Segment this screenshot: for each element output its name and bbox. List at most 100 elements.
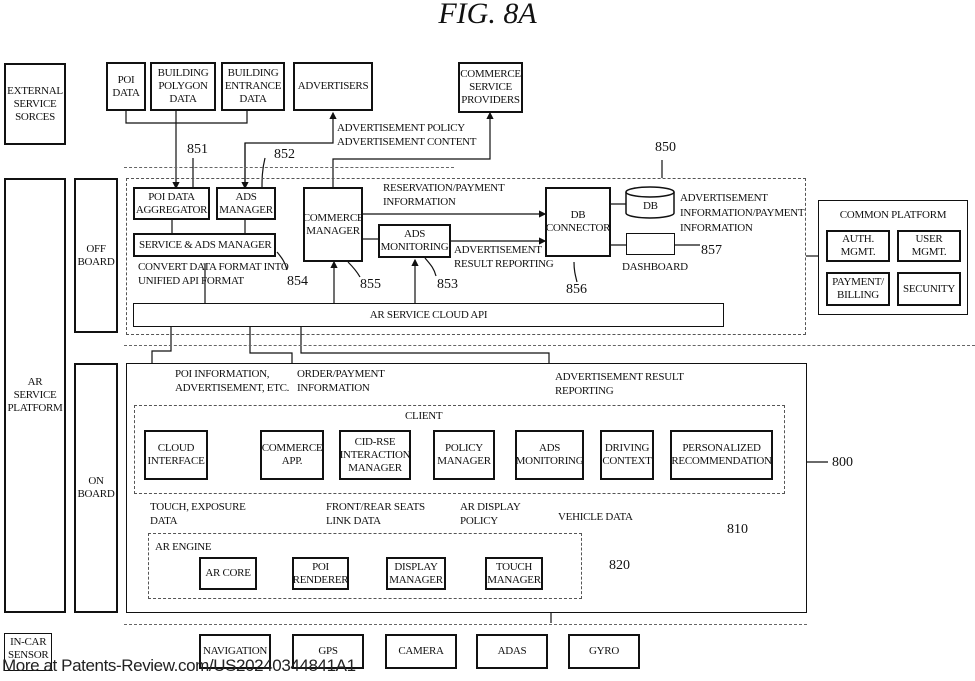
payment-billing-box: PAYMENT/ BILLING <box>826 272 890 306</box>
ref-856: 856 <box>566 282 587 297</box>
display-manager: DISPLAY MANAGER <box>386 557 446 590</box>
client-title: CLIENT <box>405 410 443 422</box>
payment-text: PAYMENT/ BILLING <box>832 276 884 301</box>
ref-851: 851 <box>187 142 208 157</box>
ads-monitoring-client: ADS MONITORING <box>515 430 584 480</box>
driving-context: DRIVING CONTEXT <box>600 430 654 480</box>
personalized-recommendation-text: PERSONALIZED RECOMMENDATION <box>671 442 772 467</box>
db-label: DB <box>643 200 658 212</box>
auth-text: AUTH. MGMT. <box>840 233 876 258</box>
ar-engine-region <box>148 533 582 599</box>
display-manager-text: DISPLAY MANAGER <box>389 560 443 586</box>
cloud-api-text: AR SERVICE CLOUD API <box>369 308 488 321</box>
wire-poi-sources <box>125 111 248 188</box>
ref-854: 854 <box>287 274 308 289</box>
platform-label-text: AR SERVICE PLATFORM <box>7 376 63 414</box>
cid-rse-text: CID-RSE INTERACTION MANAGER <box>339 435 411 474</box>
on-board-text: ON BOARD <box>77 475 115 500</box>
db-connector: DB CONNECTOR <box>545 187 611 257</box>
touch-manager-text: TOUCH MANAGER <box>487 560 541 586</box>
ar-core-text: AR CORE <box>205 567 251 579</box>
dashboard-label: DASHBOARD <box>622 261 688 273</box>
auth-mgmt-box: AUTH. MGMT. <box>826 230 890 262</box>
ads-monitoring-offboard-text: ADS MONITORING <box>380 228 449 253</box>
ar-core: AR CORE <box>199 557 257 590</box>
ar-service-platform-label: AR SERVICE PLATFORM <box>4 178 66 613</box>
driving-context-text: DRIVING CONTEXT <box>602 442 652 467</box>
off-board-text: OFF BOARD <box>77 242 115 268</box>
ar-engine-title: AR ENGINE <box>155 541 212 553</box>
ref-810: 810 <box>727 522 748 537</box>
ar-service-cloud-api: AR SERVICE CLOUD API <box>133 303 724 327</box>
poi-data-aggregator: POI DATA AGGREGATOR <box>133 187 210 220</box>
ref-820: 820 <box>609 558 630 573</box>
cloud-interface: CLOUD INTERFACE <box>144 430 208 480</box>
policy-manager: POLICY MANAGER <box>433 430 495 480</box>
figure-title: FIG. 8A <box>438 0 537 30</box>
wire-commerce-providers <box>332 111 494 188</box>
advertisers-box: ADVERTISERS <box>293 62 373 111</box>
service-ads-manager: SERVICE & ADS MANAGER <box>133 233 276 257</box>
client-region <box>134 405 785 494</box>
database-icon <box>625 186 675 219</box>
policy-manager-text: POLICY MANAGER <box>437 442 491 467</box>
building-entrance-text: BUILDING ENTRANCE DATA <box>224 67 282 105</box>
off-board-region <box>126 178 806 335</box>
watermark-link[interactable]: More at Patents-Review.com/US20240344841… <box>2 656 356 675</box>
ref-855: 855 <box>360 277 381 292</box>
security-box: SECUNITY <box>897 272 961 306</box>
ads-monitoring-offboard: ADS MONITORING <box>378 224 451 258</box>
off-board-label: OFF BOARD <box>74 178 118 333</box>
ref-853: 853 <box>437 277 458 292</box>
adas-text: ADAS <box>497 645 527 657</box>
dashboard-box <box>626 233 675 255</box>
on-board-label: ON BOARD <box>74 363 118 613</box>
gyro-text: GYRO <box>589 645 619 657</box>
user-text: USER MGMT. <box>911 233 947 258</box>
camera-text: CAMERA <box>398 645 444 657</box>
sensor-camera: CAMERA <box>385 634 457 669</box>
in-car-sensor-text: IN-CAR SENSOR <box>8 636 49 661</box>
touch-manager: TOUCH MANAGER <box>485 557 543 590</box>
ads-monitoring-client-text: ADS MONITORING <box>515 442 584 467</box>
commerce-service-providers-box: COMMERCE SERVICE PROVIDERS <box>458 62 523 113</box>
poi-renderer-text: POI RENDERER <box>292 560 349 586</box>
building-polygon-text: BUILDING POLYGON DATA <box>157 67 209 105</box>
vehicle-data-label: VEHICLE DATA <box>558 511 633 523</box>
separator-external <box>124 167 454 168</box>
commerce-manager-text: COMMERCE MANAGER <box>302 211 364 237</box>
sensor-adas: ADAS <box>476 634 548 669</box>
service-ads-manager-text: SERVICE & ADS MANAGER <box>139 238 272 251</box>
sensor-gps: GPS <box>292 634 364 669</box>
cloud-interface-text: CLOUD INTERFACE <box>147 442 205 467</box>
poi-renderer: POI RENDERER <box>292 557 349 590</box>
ads-manager-text: ADS MANAGER <box>219 190 273 216</box>
security-text: SECUNITY <box>903 282 955 295</box>
poi-data-text: POI DATA <box>112 73 140 99</box>
cid-rse-interaction-manager: CID-RSE INTERACTION MANAGER <box>339 430 411 480</box>
navigation-text: NAVIGATION <box>202 645 267 657</box>
ads-manager: ADS MANAGER <box>216 187 276 220</box>
building-polygon-data-box: BUILDING POLYGON DATA <box>150 62 216 111</box>
commerce-manager: COMMERCE MANAGER <box>302 187 364 262</box>
sensor-gyro: GYRO <box>568 634 640 669</box>
common-platform-title: COMMON PLATFORM <box>839 209 947 221</box>
sensor-navigation: NAVIGATION <box>199 634 271 669</box>
poi-data-box: POI DATA <box>106 62 146 111</box>
db-connector-text: DB CONNECTOR <box>545 209 611 234</box>
external-service-sources-label: EXTERNAL SERVICE SORCES <box>4 63 66 145</box>
separator-sensor <box>124 624 807 625</box>
commerce-app-text: COMMERCE APP. <box>261 442 323 467</box>
personalized-recommendation: PERSONALIZED RECOMMENDATION <box>670 430 773 480</box>
ref-800: 800 <box>832 455 853 470</box>
ref-852: 852 <box>274 147 295 162</box>
